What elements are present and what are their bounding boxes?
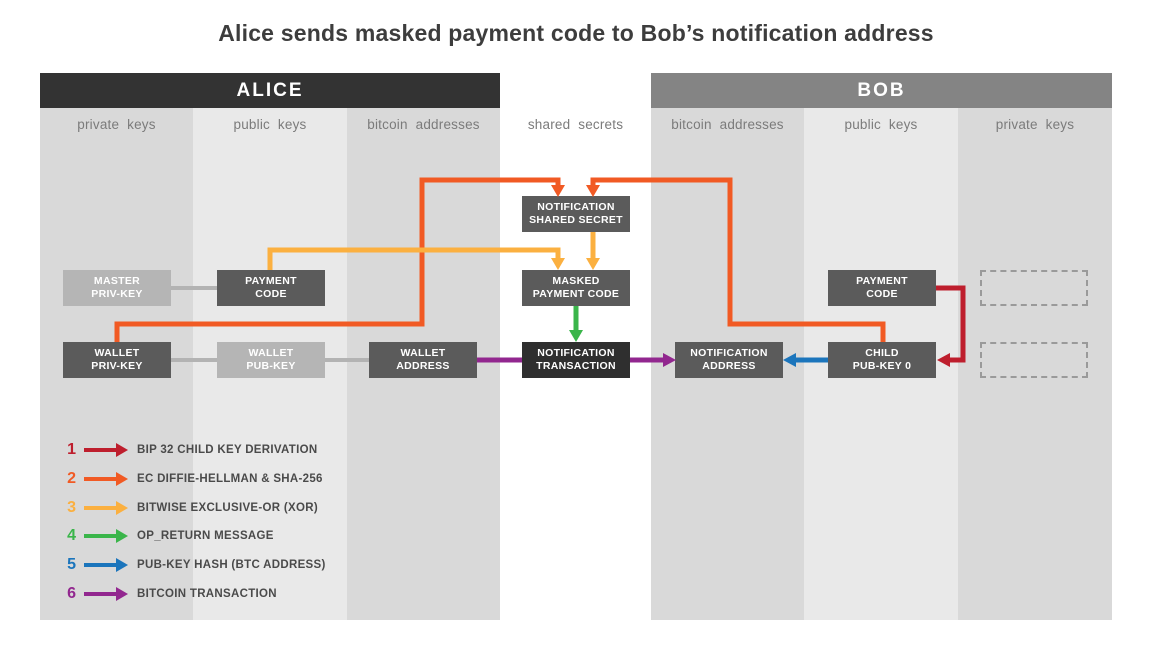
box-label-line: WALLET (94, 347, 140, 359)
box-label-line: ADDRESS (396, 360, 450, 372)
box-label-line: CODE (255, 288, 287, 300)
bob-header: BOB (651, 73, 1112, 108)
legend-number: 6 (67, 585, 76, 602)
box-label-line: MASTER (93, 275, 141, 287)
legend-label: PUB-KEY HASH (BTC ADDRESS) (137, 559, 326, 571)
legend-number: 2 (67, 470, 76, 487)
column-label-alice-bitcoin-addresses: bitcoin addresses (367, 117, 480, 132)
legend-item-xor: 3 BITWISE EXCLUSIVE-OR (XOR) (55, 499, 475, 517)
box-label-line: PUB-KEY 0 (852, 360, 912, 372)
column-label-alice-public-keys: public keys (233, 117, 307, 132)
box-unused-key-slot-2 (980, 342, 1088, 378)
legend-number: 1 (67, 441, 76, 458)
box-wallet-priv-key: WALLET PRIV-KEY (63, 342, 171, 378)
diagram-title: Alice sends masked payment code to Bob’s… (218, 20, 934, 46)
box-label-line: MASKED (552, 275, 600, 287)
box-label-line: TRANSACTION (536, 360, 616, 372)
column-label-bob-public-keys: public keys (844, 117, 918, 132)
column-label-bob-private-keys: private keys (995, 117, 1075, 132)
box-child-pub-key-0: CHILD PUB-KEY 0 (828, 342, 936, 378)
box-label-line: NOTIFICATION (537, 201, 615, 213)
legend-item-op-return: 4 OP_RETURN MESSAGE (55, 527, 475, 545)
legend-label: EC DIFFIE-HELLMAN & SHA-256 (137, 473, 323, 485)
box-notification-address: NOTIFICATION ADDRESS (675, 342, 783, 378)
red-arrow-icon (84, 443, 128, 457)
box-master-priv-key: MASTER PRIV-KEY (63, 270, 171, 306)
box-notification-transaction: NOTIFICATION TRANSACTION (522, 342, 630, 378)
box-label-line: CHILD (865, 347, 899, 359)
legend-number: 3 (67, 499, 76, 516)
box-label-line: CODE (866, 288, 898, 300)
arrow-xor-from-shared-secret (586, 232, 600, 270)
legend-label: OP_RETURN MESSAGE (137, 530, 274, 542)
legend-label: BIP 32 CHILD KEY DERIVATION (137, 444, 318, 456)
box-notification-shared-secret: NOTIFICATION SHARED SECRET (522, 196, 630, 232)
box-wallet-address: WALLET ADDRESS (369, 342, 477, 378)
yellow-arrow-icon (84, 501, 128, 515)
legend-number: 5 (67, 556, 76, 573)
box-label-line: PRIV-KEY (91, 360, 143, 372)
legend-label: BITCOIN TRANSACTION (137, 588, 277, 600)
box-label-line: PUB-KEY (246, 360, 296, 372)
box-label-line: ADDRESS (702, 360, 756, 372)
legend-item-bip32: 1 BIP 32 CHILD KEY DERIVATION (55, 441, 475, 459)
blue-arrow-icon (84, 558, 128, 572)
box-label-line: NOTIFICATION (690, 347, 768, 359)
box-label-line: WALLET (248, 347, 294, 359)
purple-arrow-icon (84, 587, 128, 601)
legend-item-ecdh: 2 EC DIFFIE-HELLMAN & SHA-256 (55, 470, 475, 488)
legend-item-pubkey-hash: 5 PUB-KEY HASH (BTC ADDRESS) (55, 556, 475, 574)
box-label-line: PAYMENT CODE (532, 288, 620, 300)
box-label-line: NOTIFICATION (537, 347, 615, 359)
orange-arrow-icon (84, 472, 128, 486)
legend-label: BITWISE EXCLUSIVE-OR (XOR) (137, 502, 318, 514)
column-label-shared-secrets: shared secrets (527, 117, 624, 132)
box-masked-payment-code: MASKED PAYMENT CODE (522, 270, 630, 306)
alice-header: ALICE (40, 73, 500, 108)
green-arrow-icon (84, 529, 128, 543)
box-payment-code-bob: PAYMENT CODE (828, 270, 936, 306)
box-label-line: PRIV-KEY (91, 288, 143, 300)
box-label-line: PAYMENT (245, 275, 297, 287)
column-label-bob-bitcoin-addresses: bitcoin addresses (671, 117, 784, 132)
column-label-alice-private-keys: private keys (77, 117, 156, 132)
box-unused-key-slot-1 (980, 270, 1088, 306)
box-payment-code-alice: PAYMENT CODE (217, 270, 325, 306)
box-label-line: SHARED SECRET (529, 214, 623, 226)
box-label-line: WALLET (400, 347, 446, 359)
box-wallet-pub-key: WALLET PUB-KEY (217, 342, 325, 378)
arrow-op-return-message (569, 306, 583, 342)
legend-number: 4 (67, 527, 76, 544)
legend-item-bitcoin-transaction: 6 BITCOIN TRANSACTION (55, 585, 475, 603)
box-label-line: PAYMENT (856, 275, 908, 287)
